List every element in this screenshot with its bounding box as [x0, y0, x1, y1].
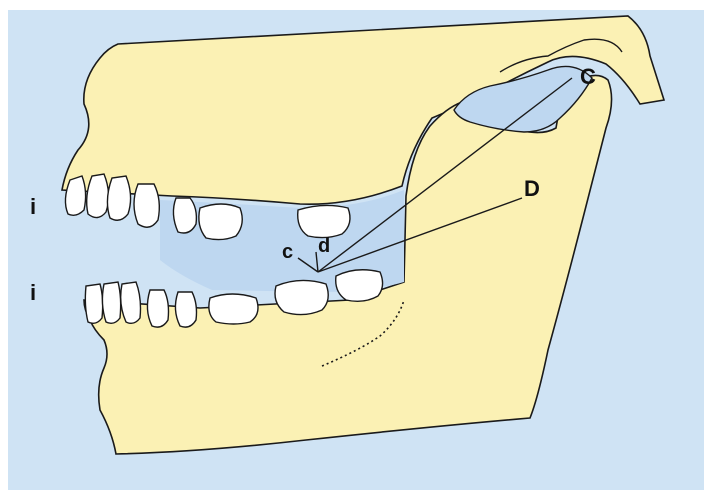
upper-tooth-4: [134, 184, 159, 227]
label-point-d: d: [318, 235, 330, 257]
lower-tooth-5: [175, 292, 196, 327]
upper-molar: [298, 205, 350, 237]
lower-tooth-2: [102, 282, 120, 323]
label-incisor-lower: i: [30, 280, 36, 305]
lower-molar-2: [336, 270, 383, 302]
upper-tooth-3: [107, 176, 130, 220]
label-point-c: c: [282, 241, 293, 263]
label-point-C: C: [580, 64, 596, 89]
upper-tooth-6: [199, 204, 242, 240]
lower-tooth-3: [121, 282, 141, 323]
label-point-D: D: [524, 176, 540, 201]
lower-tooth-1: [85, 284, 102, 323]
upper-tooth-5: [173, 198, 196, 233]
lower-tooth-6: [209, 294, 258, 324]
label-incisor-upper: i: [30, 194, 36, 219]
lower-tooth-4: [147, 290, 168, 327]
upper-tooth-2: [87, 174, 109, 218]
lower-molar-1: [275, 280, 328, 314]
